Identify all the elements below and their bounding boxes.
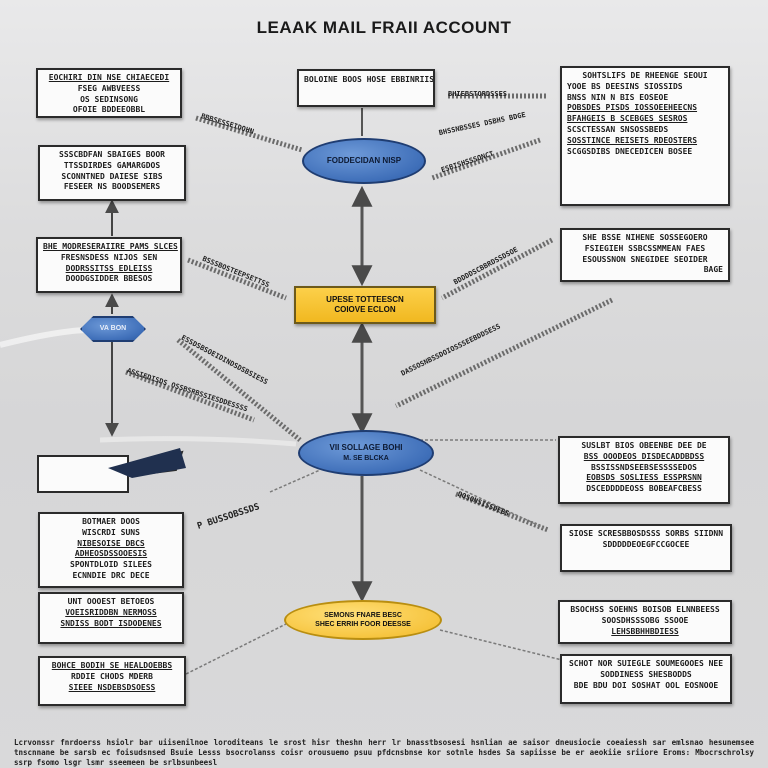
middle-rect-line-1: UPESE TOTTEESCN — [326, 294, 404, 304]
left-box-2-line-1: SSSCBDFAN SBAIGES BOOR — [59, 150, 165, 159]
middle-rect-line-2: COIOVE ECLON — [334, 305, 396, 314]
chain-arrow-tr2 — [431, 137, 541, 181]
chain-arrow-tl — [195, 115, 303, 153]
swoosh-left — [0, 327, 91, 348]
dotted-link-2 — [439, 629, 563, 661]
right-box-5-line-2: SOOSDHSSSOBG SSOOE — [601, 615, 689, 625]
right-box-3-line-2: BSS OOODEOS DISDECADDBDSS — [583, 451, 705, 461]
left-box-1-line-3: OS SEDINSONG — [80, 94, 138, 104]
left-box-4: BOTMAER DOOS WISCRDI SUNS NIBESOISE DBCS… — [38, 512, 184, 588]
right-box-6-line-1: SCHOT NOR SUIEGLE SOUMEGOOES NEE — [568, 659, 724, 668]
left-box-1-line-4: OFOIE BDDEEOBBL — [72, 105, 146, 115]
top-center-box: BOLOINE BOOS HOSE EBBINRIIS — [297, 69, 435, 107]
left-diamond-label: VA BON — [99, 325, 127, 333]
right-box-2-line-1: SHE BSSE NIHENE SOSSEGOERO — [582, 233, 708, 242]
left-box-4-line-1: BOTMAER DOOS — [82, 517, 140, 526]
left-box-6-line-3: SIEEE NSDEBSDSOESS — [68, 682, 156, 692]
right-box-4: SIOSE SCRESBBOSDSSS SORBS SIIDNN SDDDDDE… — [560, 524, 732, 572]
left-box-2-line-4: FESEER NS BOODSEMERS — [63, 182, 161, 192]
footer-caption: Lcrvonssr fnrdoerss hsiolr bar uiiseniln… — [14, 738, 754, 768]
right-box-6: SCHOT NOR SUIEGLE SOUMEGOOES NEE SODDINE… — [560, 654, 732, 704]
lower-ellipse-node: VII SOLLAGE BOHI M. SE BLCKA — [298, 430, 434, 476]
right-box-5-line-1: BSOCHSS SOEHNS BOISOB ELNNBEESS — [570, 605, 720, 614]
right-box-4-line-2: SDDDDDEOEGFCCGOCEE — [602, 539, 690, 549]
chain-arrow-ll2 — [125, 369, 255, 423]
left-box-4-line-2: WISCRDI SUNS — [82, 527, 140, 537]
bottom-ellipse-node: SEMONS FNARE BESC SHEC ERRIH FOOR DEESSE — [284, 600, 442, 640]
dotted-link-3 — [419, 469, 545, 529]
right-box-1-line-4: POBSDES PISDS IOSSOEEHEECNS — [567, 103, 698, 113]
left-diamond-node: VA BON — [80, 316, 146, 342]
left-box-6-line-1: BOHCE BODIH SE HEALDOEBBS — [51, 661, 173, 670]
chain-arrow-mr — [440, 237, 554, 301]
left-box-2: SSSCBDFAN SBAIGES BOOR TTSSDIRDES GAMARG… — [38, 145, 186, 201]
left-box-5-line-3: SNDISS BODT ISDODENES — [60, 618, 162, 628]
left-box-4-line-6: ECNNDIE DRC DECE — [72, 570, 150, 580]
bottom-ellipse-line-2: SHEC ERRIH FOOR DEESSE — [315, 621, 411, 628]
tag-right-upper: BHIEBSTORDSSES — [448, 90, 508, 98]
top-center-box-label: BOLOINE BOOS HOSE EBBINRIIS — [304, 75, 435, 84]
left-box-6: BOHCE BODIH SE HEALDOEBBS RDDIE CHODS MD… — [38, 656, 186, 706]
chain-arrow-ml — [187, 257, 287, 301]
dotted-link-4 — [269, 469, 321, 493]
right-box-3-line-3: BSSISSNDSEEBSESSSSEDOS — [591, 462, 697, 472]
right-box-3: SUSLBT BIOS OBEENBE DEE DE BSS OOODEOS D… — [558, 436, 730, 504]
left-box-4-line-3: NIBESOISE DBCS — [77, 538, 145, 548]
top-ellipse-node: FODDECIDAN NISP — [302, 138, 426, 184]
left-box-3: BHE MODRESERAIIRE PAMS SLCES FRESNSDESS … — [36, 237, 182, 293]
right-box-1-line-5: BFAHGEIS B SCEBGES SESROS — [567, 114, 688, 124]
right-box-3-line-4: EOBSDS SOSLIESS ESSPRSNN — [586, 473, 702, 483]
bottom-ellipse-line-1: SEMONS FNARE BESC — [324, 611, 402, 619]
chain-arrow-br — [455, 491, 549, 533]
left-box-6-line-2: RDDIE CHODS MDERB — [71, 671, 153, 681]
right-box-2-line-3: ESOUSSNON SNEGIDEE SEOIDER — [582, 254, 708, 264]
right-box-1-line-1: SOHTSLIFS DE RHEENGE SEOUI — [582, 71, 708, 80]
right-box-2: SHE BSSE NIHENE SOSSEGOERO FSIEGIEH SSBC… — [560, 228, 730, 282]
swoosh-lower — [99, 436, 297, 447]
right-box-1-line-2: YOOE BS DEESINS SIOSSIDS — [567, 81, 683, 91]
left-box-3-line-1: BHE MODRESERAIIRE PAMS SLCES — [43, 242, 178, 251]
dotted-link-1 — [185, 623, 287, 675]
right-box-2-line-4: BAGE — [703, 265, 723, 275]
right-box-5: BSOCHSS SOEHNS BOISOB ELNNBEESS SOOSDHSS… — [558, 600, 732, 644]
left-box-5-line-2: VOEISRIDDBN NERMOSS — [65, 607, 157, 617]
right-box-4-line-1: SIOSE SCRESBBOSDSSS SORBS SIIDNN — [568, 529, 724, 538]
left-box-4-line-4: ADHEOSDSSOOESIS — [74, 549, 148, 559]
right-box-2-line-2: FSIEGIEH SSBCSSMMEAN FAES — [584, 243, 706, 253]
right-box-1-line-6: SCSCTESSAN SNSOSSBEDS — [567, 124, 669, 134]
lower-ellipse-line-1: VII SOLLAGE BOHI — [329, 443, 403, 453]
right-box-3-line-1: SUSLBT BIOS OBEENBE DEE DE — [581, 441, 707, 450]
right-box-5-line-3: LEHSBBHHBDIESS — [611, 626, 679, 636]
left-box-3-line-2: FRESNSDESS NIJOS SEN — [60, 252, 158, 262]
left-box-5: UNT OOOEST BETOEOS VOEISRIDDBN NERMOSS S… — [38, 592, 184, 644]
left-box-3-line-3: DODRSSITSS EDLEISS — [65, 263, 153, 273]
left-box-5-line-1: UNT OOOEST BETOEOS — [67, 597, 155, 606]
right-box-3-line-5: DSCEDDDDEOSS BOBEAFCBESS — [586, 484, 702, 494]
left-box-3-line-4: DOODGSIDDER BBESOS — [65, 274, 153, 284]
right-box-1-line-7: SOSSTINCE REISETS RDEOSTERS — [567, 135, 698, 145]
right-box-6-line-3: BDE BDU DOI SOSHAT OOL EOSNOOE — [573, 680, 719, 690]
left-box-1-line-1: EOCHIRI DIN NSE CHIAECEDI — [48, 73, 170, 82]
right-box-6-line-2: SODDINESS SHESBODDS — [600, 669, 692, 679]
right-box-1-line-8: SCGGSDIBS DNECEDICEN BOSEE — [567, 146, 693, 156]
top-ellipse-label: FODDECIDAN NISP — [326, 155, 402, 165]
left-box-1: EOCHIRI DIN NSE CHIAECEDI FSEG AWBVEESS … — [36, 68, 182, 118]
left-box-2-line-2: TTSSDIRDES GAMARGDOS — [63, 160, 161, 170]
chain-arrow-lr — [394, 297, 614, 409]
lower-ellipse-line-2: M. SE BLCKA — [343, 454, 389, 462]
left-box-2-line-3: SCONNTNED DAIESE SIBS — [61, 171, 163, 181]
arrow-shape-dark — [108, 448, 186, 478]
left-box-1-line-2: FSEG AWBVEESS — [77, 83, 141, 93]
middle-rect-node: UPESE TOTTEESCN COIOVE ECLON — [294, 286, 436, 324]
right-box-1: SOHTSLIFS DE RHEENGE SEOUI YOOE BS DEESI… — [560, 66, 730, 206]
page-title: LEAAK MAIL FRAII ACCOUNT — [256, 18, 512, 37]
left-box-4-line-5: SPONTDLOID SILEES — [70, 560, 152, 570]
right-box-1-line-3: BNSS NIN N BIS EOSEOE — [567, 92, 669, 102]
